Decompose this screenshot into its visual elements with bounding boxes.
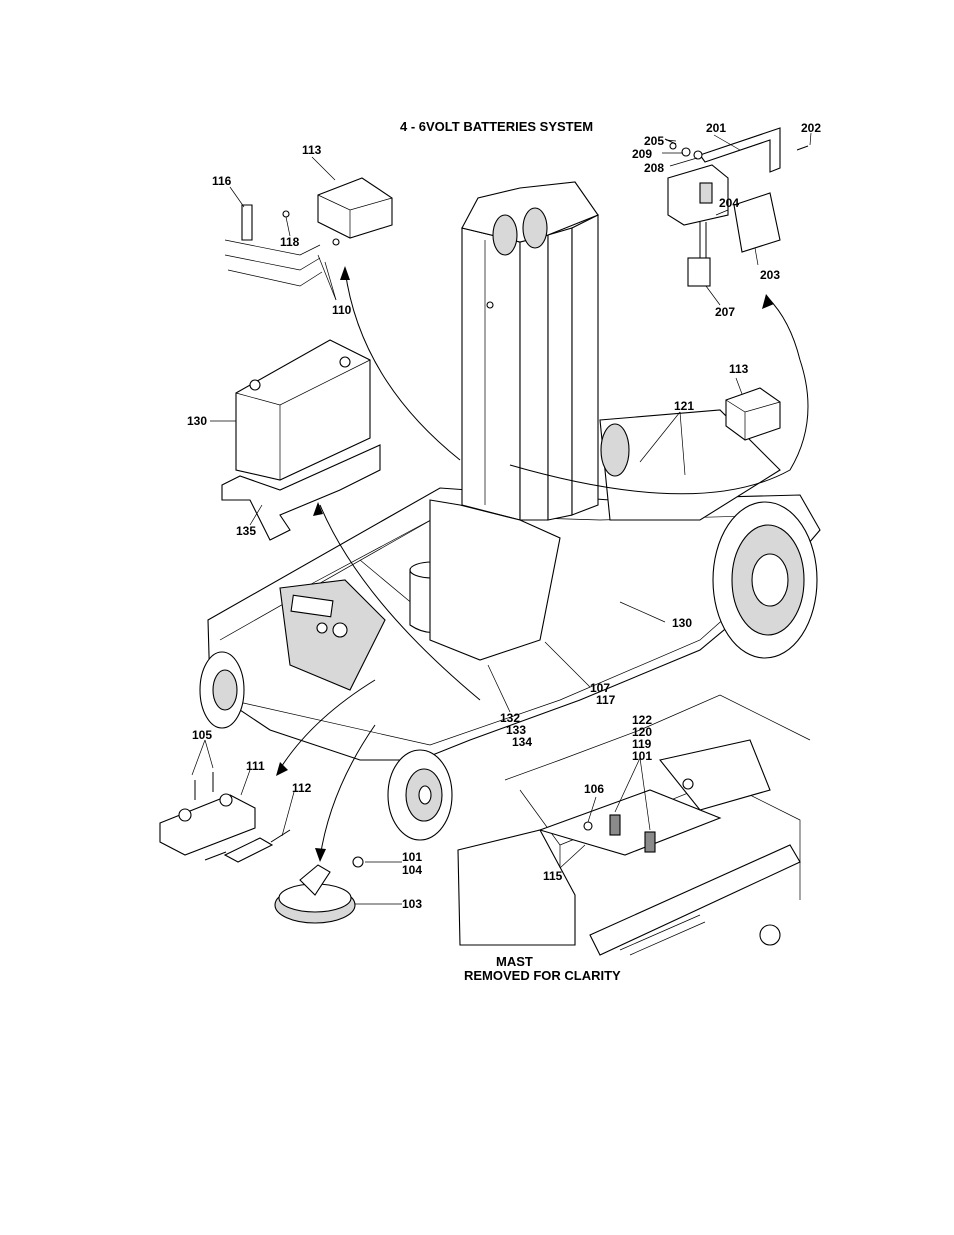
callout-106: 106 bbox=[584, 782, 604, 796]
callout-104: 104 bbox=[402, 863, 422, 877]
callout-132: 132 bbox=[500, 711, 520, 725]
callout-111: 111 bbox=[246, 759, 265, 773]
mast-drawing bbox=[429, 181, 599, 661]
callout-130-chassis: 130 bbox=[672, 616, 692, 630]
arrow-head-icon bbox=[315, 848, 326, 862]
horn-103-drawing bbox=[274, 856, 364, 924]
battery-130-drawing bbox=[221, 339, 381, 541]
callout-119: 119 bbox=[632, 737, 652, 751]
arrow-head-icon bbox=[313, 502, 323, 516]
callout-122: 122 bbox=[632, 713, 652, 727]
callout-118: 118 bbox=[280, 235, 300, 249]
callout-204: 204 bbox=[719, 196, 739, 210]
callout-116: 116 bbox=[212, 174, 232, 188]
callout-130-battery: 130 bbox=[187, 414, 207, 428]
callout-112: 112 bbox=[292, 781, 312, 795]
arrow-head-icon bbox=[276, 762, 288, 776]
callout-113-top: 113 bbox=[302, 143, 322, 157]
module-113-right-drawing bbox=[725, 387, 781, 441]
diagram-title: 4 - 6VOLT BATTERIES SYSTEM bbox=[400, 119, 593, 134]
bracket-116-drawing bbox=[224, 177, 393, 287]
callout-103: 103 bbox=[402, 897, 422, 911]
callout-120: 120 bbox=[632, 725, 652, 739]
inset-mast-removed-drawing bbox=[457, 694, 811, 956]
callout-201: 201 bbox=[706, 121, 726, 135]
callout-113-right: 113 bbox=[729, 362, 749, 376]
callout-207: 207 bbox=[715, 305, 735, 319]
fuse-block-drawing bbox=[159, 772, 291, 863]
callout-107: 107 bbox=[590, 681, 610, 695]
arrow-head-icon bbox=[340, 266, 350, 280]
caption-line-2: REMOVED FOR CLARITY bbox=[464, 968, 621, 983]
callout-209: 209 bbox=[632, 147, 652, 161]
caption-line-1: MAST bbox=[496, 954, 533, 969]
callout-115: 115 bbox=[543, 869, 563, 883]
callout-110: 110 bbox=[332, 303, 352, 317]
leader-lines bbox=[191, 132, 812, 905]
callout-135: 135 bbox=[236, 524, 256, 538]
assembly-arrows bbox=[276, 266, 809, 862]
callout-208: 208 bbox=[644, 161, 664, 175]
callout-105: 105 bbox=[192, 728, 212, 742]
callout-133: 133 bbox=[506, 723, 526, 737]
callout-205: 205 bbox=[644, 134, 664, 148]
callout-101-horn: 101 bbox=[402, 850, 422, 864]
callout-134: 134 bbox=[512, 735, 532, 749]
callout-121: 121 bbox=[674, 399, 694, 413]
callout-203: 203 bbox=[760, 268, 780, 282]
arrow-head-icon bbox=[762, 294, 774, 309]
callout-101-inset: 101 bbox=[632, 749, 652, 763]
callout-117: 117 bbox=[596, 693, 616, 707]
callout-202: 202 bbox=[801, 121, 821, 135]
